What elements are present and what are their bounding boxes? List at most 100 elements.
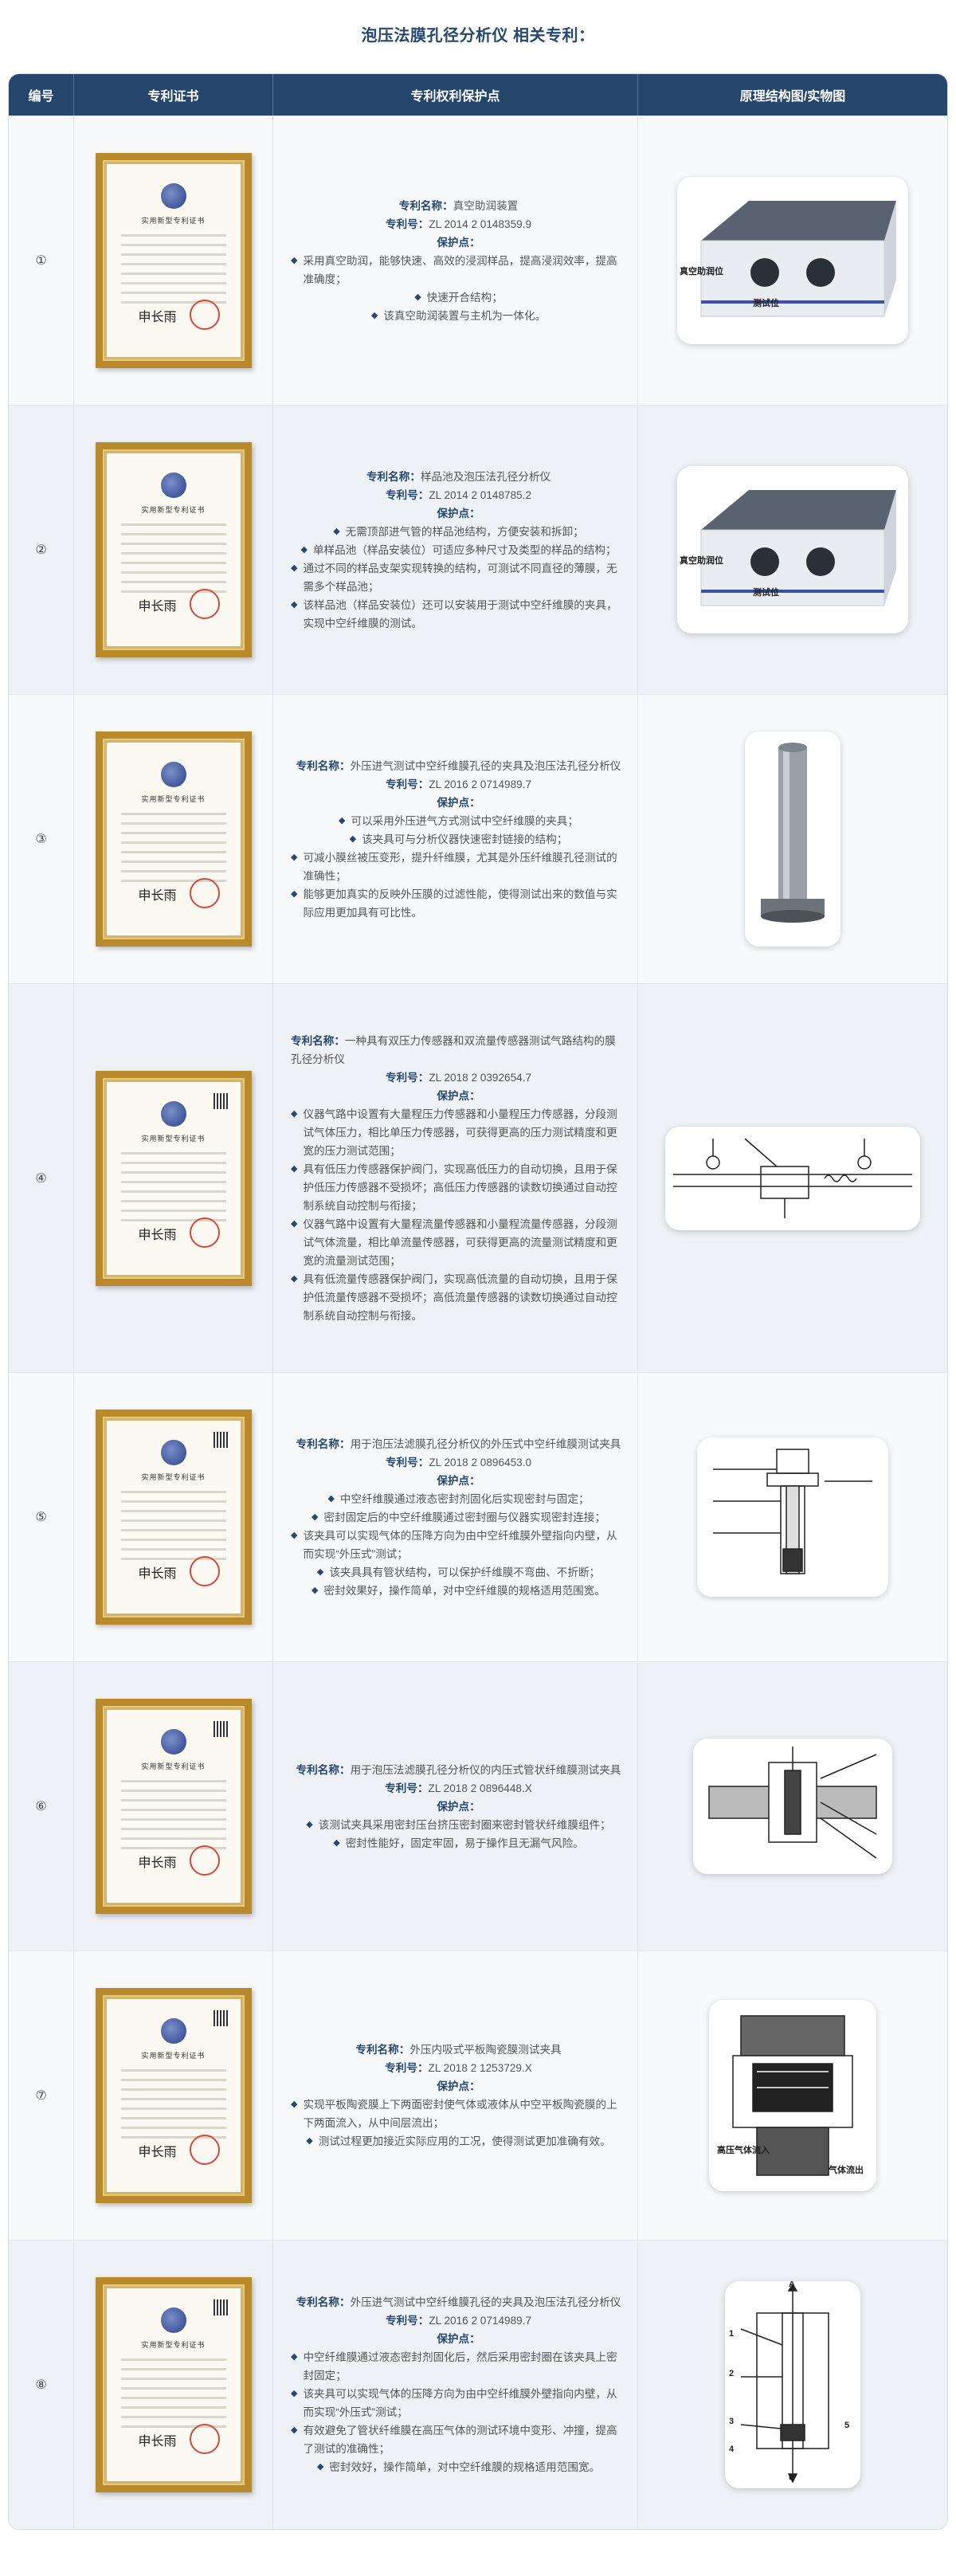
header-num: 编号 — [9, 74, 74, 116]
certificate-title: 实用新型专利证书 — [141, 2052, 206, 2060]
certificate-title: 实用新型专利证书 — [141, 217, 206, 225]
diamond-bullet-icon: ◆ — [291, 1273, 298, 1284]
row-number: ① — [9, 116, 74, 405]
patent-number: ZL 2018 2 1253729.X — [428, 2062, 532, 2074]
qr-code — [213, 2010, 229, 2026]
protect-point-text: 仪器气路中设置有大量程流量传感器和小量程流量传感器，分段测试气体流量，相比单流量… — [303, 1217, 617, 1267]
diamond-bullet-icon: ◆ — [327, 1493, 335, 1504]
protect-point: ◆密封固定后的中空纤维膜通过密封圈与仪器实现密封连接； — [311, 1508, 605, 1527]
diamond-bullet-icon: ◆ — [339, 815, 346, 825]
diagram-label: 气体流出 — [829, 2166, 864, 2175]
patent-name-label: 专利名称： — [291, 1034, 345, 1047]
protect-point: ◆实现平板陶瓷膜上下两面密封使气体或液体从中空平板陶瓷膜的上下两面流入，从中间层… — [291, 2096, 626, 2132]
protect-label: 保护点： — [437, 1089, 480, 1102]
claims-cell: 专利名称：一种具有双压力传感器和双流量传感器测试气路结构的膜孔径分析仪专利号：Z… — [273, 984, 638, 1372]
image-cell — [638, 1662, 947, 1951]
certificate-seal — [189, 1217, 220, 1248]
certificate-image: 实用新型专利证书申长雨 — [105, 1709, 241, 1904]
protect-point: ◆该夹具具有管状结构，可以保护纤维膜不弯曲、不折断； — [317, 1563, 600, 1582]
certificate-image: 实用新型专利证书申长雨 — [105, 1998, 241, 2193]
patent-name-label: 专利名称： — [355, 2044, 410, 2056]
certificate-image: 实用新型专利证书申长雨 — [105, 2288, 241, 2482]
patent-number-label: 专利号： — [385, 1456, 429, 1468]
image-cell — [638, 984, 947, 1372]
certificate-signature: 申长雨 — [138, 888, 177, 903]
patent-name-label: 专利名称： — [296, 1437, 351, 1450]
patent-number: ZL 2018 2 0896453.0 — [429, 1456, 532, 1468]
protect-point-text: 有效避免了管状纤维膜在高压气体的测试环境中变形、冲撞，提高了测试的准确性； — [303, 2425, 617, 2455]
diamond-bullet-icon: ◆ — [306, 1819, 313, 1829]
diamond-bullet-icon: ◆ — [291, 852, 298, 862]
patent-name-line: 专利名称：用于泡压法滤膜孔径分析仪的内压式管状纤维膜测试夹具 — [296, 1761, 621, 1779]
certificate-image: 实用新型专利证书申长雨 — [105, 163, 241, 358]
certificate-text-lines — [120, 1491, 226, 1567]
image-cell — [638, 695, 947, 983]
row-number: ⑦ — [9, 1951, 74, 2240]
diamond-bullet-icon: ◆ — [349, 833, 357, 844]
diagram-label: B — [789, 2472, 795, 2482]
certificate-signature: 申长雨 — [138, 309, 177, 324]
qr-code — [213, 1721, 229, 1737]
patent-number: ZL 2016 2 0714989.7 — [429, 778, 532, 790]
patent-name-line: 专利名称：真空助润装置 — [399, 197, 519, 215]
protect-point-text: 密封性能好，固定牢固，易于操作且无漏气风险。 — [345, 1837, 584, 1849]
certificate-emblem — [160, 2018, 186, 2044]
protect-point: ◆密封效好，操作简单，对中空纤维膜的规格适用范围宽。 — [317, 2458, 600, 2476]
text-line — [120, 1161, 226, 1164]
patent-name-label: 专利名称： — [366, 470, 421, 483]
patent-number: ZL 2016 2 0714989.7 — [429, 2315, 532, 2327]
certificate-title: 实用新型专利证书 — [141, 506, 206, 514]
diagram-label: 4 — [729, 2445, 735, 2454]
text-line — [120, 2098, 226, 2100]
patent-number-label: 专利号： — [385, 218, 429, 230]
text-line — [120, 581, 226, 583]
text-line — [120, 2368, 226, 2370]
protect-point: ◆仪器气路中设置有大量程压力传感器和小量程压力传感器，分段测试气体压力，相比单压… — [291, 1105, 626, 1160]
protect-point: ◆该测试夹具采用密封压台挤压密封圈来密封管状纤维膜组件； — [306, 1816, 611, 1834]
image-cell — [638, 1373, 947, 1661]
protect-point-text: 实现平板陶瓷膜上下两面密封使气体或液体从中空平板陶瓷膜的上下两面流入，从中间层流… — [303, 2099, 617, 2129]
certificate-signature: 申长雨 — [138, 1566, 177, 1581]
protect-label: 保护点： — [437, 236, 480, 249]
diamond-bullet-icon: ◆ — [291, 1163, 298, 1174]
text-line — [120, 2088, 226, 2091]
patent-name-label: 专利名称： — [296, 759, 351, 772]
certificate-text-lines — [120, 2069, 226, 2146]
patent-number-line: 专利号：ZL 2018 2 0392654.7 — [386, 1068, 531, 1087]
certificate-cell: 实用新型专利证书申长雨 — [74, 695, 273, 983]
certificate-signature: 申长雨 — [138, 2144, 177, 2159]
text-line — [120, 571, 226, 574]
image-cell: 真空助润位测试位 — [638, 406, 947, 694]
patent-name: 真空助润装置 — [453, 199, 519, 212]
protect-point-text: 具有低流量传感器保护阀门，实现高低流量的自动切换，且用于保护低流量传感器不受损坏… — [303, 1272, 617, 1322]
diamond-bullet-icon: ◆ — [291, 1108, 298, 1119]
protect-point: ◆能够更加真实的反映外压膜的过滤性能，使得测试出来的数值与实际应用更加具有可比性… — [291, 885, 626, 922]
certificate-frame: 实用新型专利证书申长雨 — [95, 1410, 252, 1625]
text-line — [120, 1799, 226, 1802]
protect-label: 保护点： — [437, 2333, 480, 2345]
text-line — [120, 1818, 226, 1821]
protect-point: ◆中空纤维膜通过液态密封剂固化后实现密封与固定； — [327, 1490, 589, 1508]
text-line — [120, 2107, 226, 2110]
certificate-seal — [189, 300, 220, 330]
diamond-bullet-icon: ◆ — [311, 1511, 319, 1522]
protect-point-text: 具有低压力传感器保护阀门，实现高低压力的自动切换，且用于保护低压力传感器不受损坏… — [303, 1163, 617, 1212]
principle-diagram: 真空助润位测试位 — [677, 177, 908, 344]
text-line — [120, 2416, 226, 2418]
certificate-seal — [189, 878, 220, 908]
diagram-label: 高压气体流入 — [717, 2146, 770, 2155]
certificate-frame: 实用新型专利证书申长雨 — [95, 1699, 252, 1914]
certificate-cell: 实用新型专利证书申长雨 — [74, 116, 273, 405]
qr-code — [213, 1092, 229, 1109]
text-line — [120, 1539, 226, 1541]
certificate-seal — [189, 1845, 220, 1876]
diamond-bullet-icon: ◆ — [291, 255, 298, 265]
text-line — [120, 1558, 226, 1560]
claims-cell: 专利名称：外压进气测试中空纤维膜孔径的夹具及泡压法孔径分析仪专利号：ZL 201… — [273, 2241, 638, 2529]
patent-name-line: 专利名称：外压内吸式平板陶瓷膜测试夹具 — [355, 2041, 561, 2059]
diamond-bullet-icon: ◆ — [291, 2352, 298, 2362]
